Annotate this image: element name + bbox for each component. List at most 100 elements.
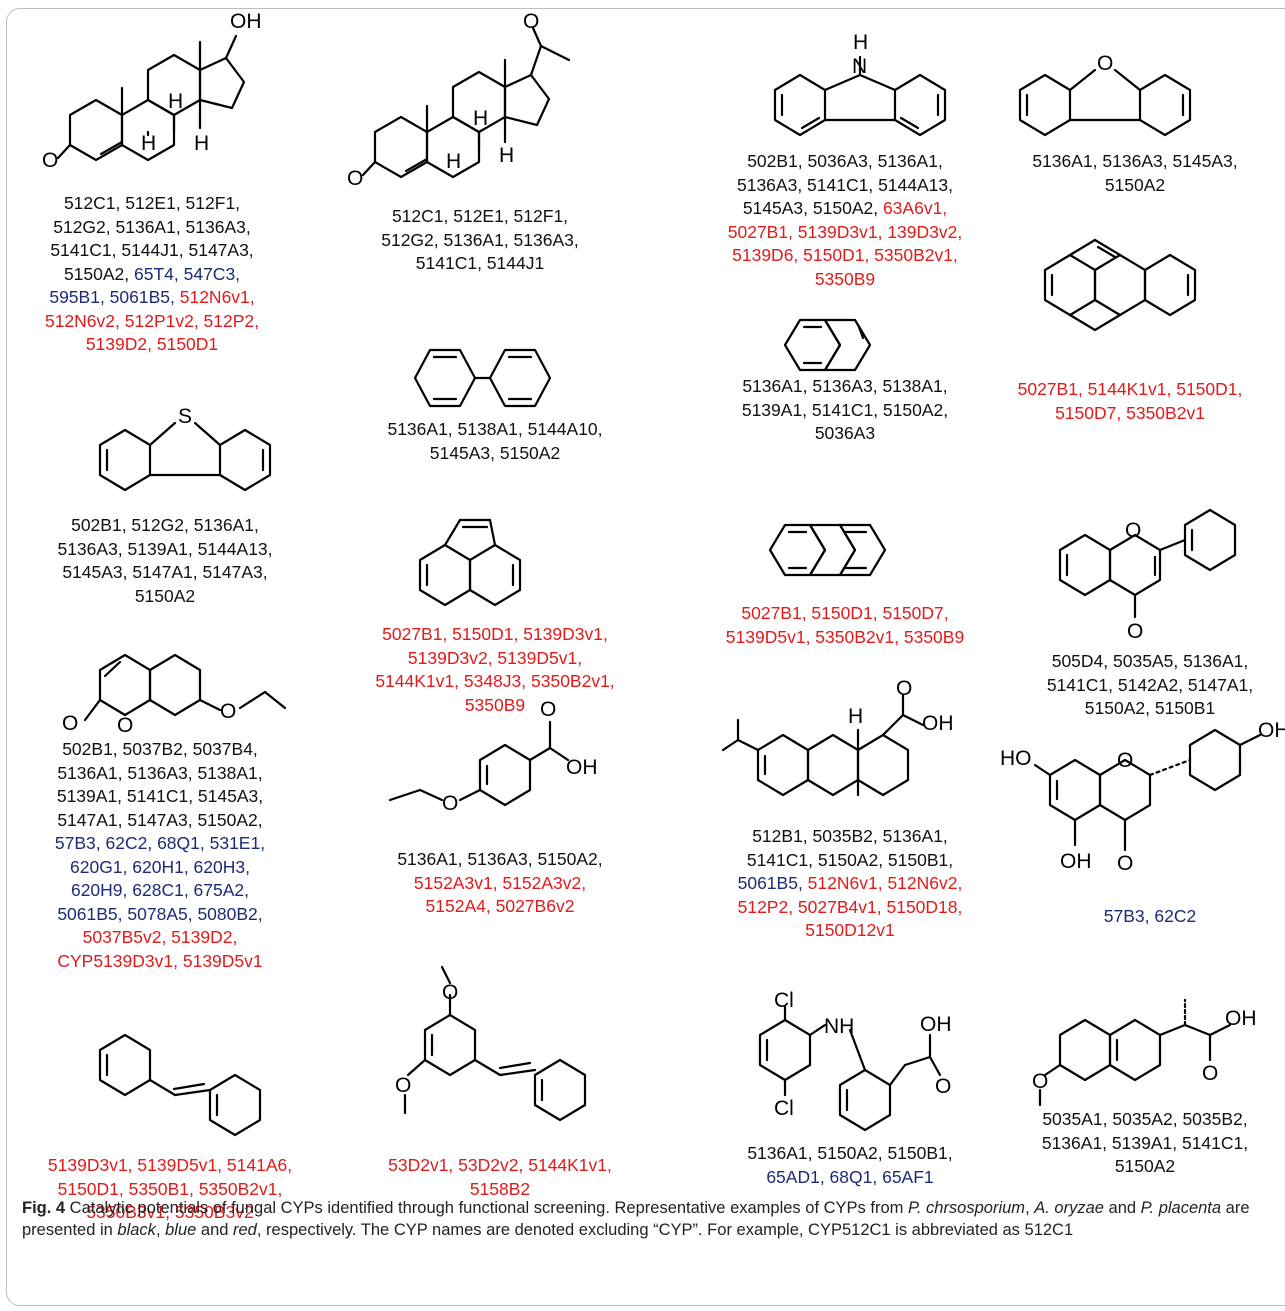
cyp-name-group: 5136A1, 5136A3, 5145A3,: [1032, 151, 1238, 171]
cyp-line: 512C1, 512E1, 512F1,: [350, 205, 610, 229]
svg-text:OH: OH: [920, 1013, 952, 1036]
pyrene-structure: [1043, 238, 1197, 332]
svg-text:N: N: [852, 55, 867, 78]
cyp-name-group: 5136A1, 5150A2, 5150B1,: [747, 1143, 953, 1163]
cyp-line: 512C1, 512E1, 512F1,: [22, 192, 282, 216]
figure-caption: Fig. 4 Catalytic potentials of fungal CY…: [22, 1197, 1280, 1241]
cyp-line: 512G2, 5136A1, 5136A3,: [22, 216, 282, 240]
cyp-name-group: 5150A2: [134, 585, 196, 606]
pterostilbene-structure: O O: [395, 965, 587, 1122]
cyp-line: 5152A4, 5027B6v2: [355, 895, 645, 919]
cyp-line: 5136A1, 5136A3, 5138A1,: [710, 375, 980, 399]
cyp-name-group: 5150D12v1: [805, 920, 895, 940]
progesterone-cyp-list: 512C1, 512E1, 512F1,512G2, 5136A1, 5136A…: [350, 205, 610, 276]
cyp-line: 5136A1, 5136A3, 5145A3,: [1000, 150, 1270, 174]
cyp-line: 5136A3, 5139A1, 5144A13,: [30, 538, 300, 562]
cyp-line: 5061B5, 512N6v1, 512N6v2,: [700, 872, 1000, 896]
cyp-line: 502B1, 512G2, 5136A1,: [30, 514, 300, 538]
cyp-line: 5150A2, 5150B1: [1010, 697, 1285, 721]
cyp-line: 5350B9: [700, 268, 990, 292]
cyp-line: 620H9, 628C1, 675A2,: [30, 879, 290, 903]
cyp-name-group: 5145A3, 5150A2: [429, 442, 561, 463]
flavone-cyp-list: 505D4, 5035A5, 5136A1, 5141C1, 5142A2, 51…: [1010, 650, 1285, 721]
cyp-line: 5150D12v1: [700, 919, 1000, 943]
cyp-line: 5145A3, 5150A2, 63A6v1,: [700, 197, 990, 221]
svg-text:H: H: [141, 132, 156, 155]
cyp-line: 5145A3, 5147A1, 5147A3,: [30, 561, 300, 585]
cyp-line: 5139D2, 5150D1: [22, 333, 282, 357]
7-ethoxycoumarin-cyp-list: 502B1, 5037B2, 5037B4,5136A1, 5136A3, 51…: [30, 738, 290, 973]
stilbene-structure: [98, 1033, 262, 1137]
cyp-line: 5061B5, 5078A5, 5080B2,: [30, 903, 290, 927]
cyp-name-group: 5139D2, 5150D1: [85, 334, 219, 354]
naproxen-structure: O OH O: [1032, 998, 1257, 1107]
cyp-line: 620G1, 620H1, 620H3,: [30, 856, 290, 880]
cyp-line: 595B1, 5061B5, 512N6v1,: [22, 286, 282, 310]
svg-text:O: O: [117, 714, 133, 737]
cyp-name-group: 595B1, 5061B5,: [49, 287, 180, 307]
carbazole-cyp-list: 502B1, 5036A3, 5136A1,5136A3, 5141C1, 51…: [700, 150, 990, 291]
cyp-line: 57B3, 62C2: [1050, 905, 1250, 929]
svg-text:H: H: [473, 107, 488, 130]
cyp-name-group: 5035A1, 5035A2, 5035B2,: [1042, 1109, 1248, 1129]
cyp-name-group: 512C1, 512E1, 512F1,: [391, 206, 569, 226]
cyp-line: 5136A1, 5136A3, 5150A2,: [355, 848, 645, 872]
cyp-name-group: 5061B5,: [737, 873, 808, 893]
svg-text:OH: OH: [230, 10, 262, 33]
cyp-name-group: 5139D3v2, 5139D5v1,: [407, 647, 583, 668]
cyp-line: 5144K1v1, 5348J3, 5350B2v1,: [345, 670, 645, 694]
cyp-name-group: 57B3, 62C2, 68Q1, 531E1,: [54, 833, 266, 853]
figure-label: Fig. 4: [22, 1199, 66, 1217]
svg-text:O: O: [347, 167, 363, 190]
anthracene-structure: [768, 523, 887, 577]
svg-text:S: S: [178, 405, 192, 428]
svg-text:O: O: [442, 981, 458, 1004]
cyp-name-group: 5141C1, 5142A2, 5147A1,: [1046, 674, 1254, 695]
pyrene-cyp-list: 5027B1, 5144K1v1, 5150D1, 5150D7, 5350B2v…: [990, 378, 1270, 425]
biphenyl-structure: [413, 348, 552, 408]
anthracene-cyp-list: 5027B1, 5150D1, 5150D7,5139D5v1, 5350B2v…: [695, 602, 995, 649]
cyp-name-group: 5150A2: [1104, 174, 1166, 195]
cyp-name-group: 505D4, 5035A5, 5136A1,: [1051, 651, 1249, 671]
cyp-name-group: 5037B5v2, 5139D2,: [82, 927, 238, 947]
cyp-name-group: 5136A3, 5139A1, 5144A13,: [57, 538, 273, 559]
cyp-line: 5158B2: [355, 1178, 645, 1202]
svg-text:H: H: [848, 705, 863, 728]
svg-text:OH: OH: [566, 756, 598, 779]
cyp-name-group: 512N6v1,: [179, 287, 255, 307]
cyp-line: 57B3, 62C2, 68Q1, 531E1,: [30, 832, 290, 856]
cyp-line: 5141C1, 5144J1, 5147A3,: [22, 239, 282, 263]
cyp-name-group: 512G2, 5136A1, 5136A3,: [53, 216, 251, 237]
flavone-structure: O O: [1058, 508, 1237, 643]
caption-segment: , respectively. The CYP names are denote…: [256, 1221, 1074, 1239]
cyp-line: 502B1, 5036A3, 5136A1,: [700, 150, 990, 174]
cyp-name-group: 5136A1, 5136A3, 5138A1,: [742, 376, 948, 396]
dibenzofuran-cyp-list: 5136A1, 5136A3, 5145A3, 5150A2: [1000, 150, 1270, 197]
cyp-name-group: 5145A3, 5150A2,: [742, 198, 883, 218]
cyp-name-group: 65T4, 547C3,: [134, 263, 241, 284]
cyp-line: 5150D7, 5350B2v1: [990, 402, 1270, 426]
cyp-name-group: 5136A3, 5141C1, 5144A13,: [736, 174, 953, 195]
cyp-line: 5139D5v1, 5350B2v1, 5350B9: [695, 626, 995, 650]
cyp-name-group: 5152A3v1, 5152A3v2,: [413, 872, 587, 893]
4-ethoxybenzoic-acid-cyp-list: 5136A1, 5136A3, 5150A2,5152A3v1, 5152A3v…: [355, 848, 645, 919]
cyp-name-group: 512N6v2, 512P1v2, 512P2,: [44, 310, 260, 331]
svg-text:O: O: [1097, 52, 1113, 75]
cyp-line: 5139A1, 5141C1, 5145A3,: [30, 785, 290, 809]
dibenzothiophene-structure: S: [98, 405, 272, 492]
biphenyl-cyp-list: 5136A1, 5138A1, 5144A10,5145A3, 5150A2: [350, 418, 640, 465]
svg-text:O: O: [935, 1075, 951, 1098]
cyp-name-group: 5027B1, 5144K1v1, 5150D1,: [1017, 379, 1243, 399]
cyp-name-group: 620H9, 628C1, 675A2,: [70, 880, 250, 900]
svg-text:H: H: [446, 150, 461, 173]
cyp-name-group: 5145A3, 5147A1, 5147A3,: [62, 562, 268, 582]
testosterone-cyp-list: 512C1, 512E1, 512F1,512G2, 5136A1, 5136A…: [22, 192, 282, 357]
cyp-name-group: 5150A2: [1114, 1156, 1176, 1176]
progesterone-structure: O O H H H: [347, 10, 571, 190]
cyp-name-group: 5150D1, 5350B1, 5350B2v1,: [57, 1178, 283, 1199]
cyp-name-group: 5061B5, 5078A5, 5080B2,: [57, 903, 263, 924]
cyp-name-group: 620G1, 620H1, 620H3,: [70, 856, 250, 877]
svg-text:O: O: [395, 1074, 411, 1097]
svg-text:O: O: [1125, 519, 1141, 542]
cyp-line: 502B1, 5037B2, 5037B4,: [30, 738, 290, 762]
